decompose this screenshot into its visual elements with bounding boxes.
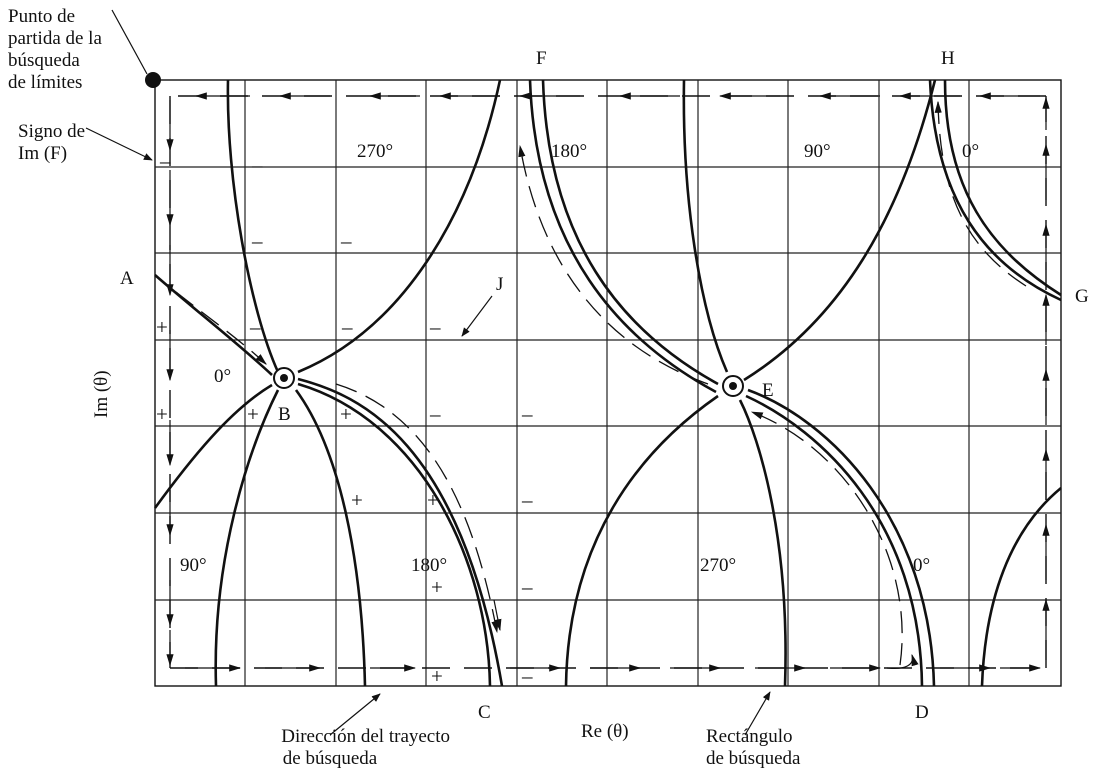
contour-right-low [980, 486, 1062, 687]
sign-minus: – [521, 664, 533, 688]
sign-label: Signo de Im (F) [18, 121, 90, 164]
sign-minus: – [251, 229, 263, 253]
trajectory-arrows [175, 100, 1027, 670]
contour-g-2 [928, 79, 1062, 302]
sign-minus: – [521, 575, 533, 599]
rect-leader [744, 691, 771, 736]
phase-contours [153, 79, 1062, 687]
angle-0-left: 0° [214, 366, 231, 387]
contour-b-ul [226, 79, 280, 373]
label-h: H [941, 48, 955, 69]
sign-plus: + [340, 402, 352, 426]
angle-180-top: 180° [551, 141, 587, 162]
label-g: G [1075, 286, 1089, 307]
direction-label: Dirección del trayecto de búsqueda [281, 726, 455, 769]
label-j: J [496, 274, 503, 295]
label-f: F [536, 48, 547, 69]
sign-leader [85, 127, 153, 161]
sign-plus: + [156, 402, 168, 426]
sign-plus: + [156, 315, 168, 339]
angle-270-top: 270° [357, 141, 393, 162]
sign-minus: – [429, 315, 441, 339]
sign-plus: + [247, 402, 259, 426]
sign-minus: – [341, 315, 353, 339]
contour-b-lr1 [294, 389, 367, 687]
frame [154, 79, 1062, 687]
sign-plus: + [431, 575, 443, 599]
contour-b-ur [297, 79, 502, 374]
label-b: B [278, 404, 291, 425]
label-e: E [762, 380, 774, 401]
contour-e-lm [738, 399, 787, 687]
start-point-dot [145, 72, 161, 88]
contour-b-ll [214, 389, 280, 687]
angle-0-bottom: 0° [913, 555, 930, 576]
sign-minus: – [340, 229, 352, 253]
label-c: C [478, 702, 491, 723]
sign-plus: + [431, 664, 443, 688]
sign-minus: – [249, 315, 261, 339]
contour-b-right [297, 377, 504, 687]
contour-e-lr [745, 394, 924, 687]
point-e-marker [722, 375, 744, 397]
contour-e-um [682, 79, 729, 373]
start-leader [111, 9, 148, 75]
search-path [166, 92, 1050, 672]
contour-g-1 [943, 79, 1062, 297]
label-d: D [915, 702, 929, 723]
contour-e-ul2 [528, 79, 717, 394]
sign-minus: – [251, 153, 263, 177]
point-b-marker [273, 367, 295, 389]
angle-90-bottom: 90° [180, 555, 207, 576]
sign-markers: – – – – + – – – + + + – – + + – + – + – [156, 149, 533, 688]
contour-e-ll [564, 394, 719, 687]
angle-0-top: 0° [962, 141, 979, 162]
sign-plus: + [427, 488, 439, 512]
contour-e-lr2 [747, 388, 936, 687]
label-a: A [120, 268, 134, 289]
start-point-label: Punto de partida de la búsqueda de límit… [8, 6, 107, 93]
x-axis-label: Re (θ) [581, 721, 629, 742]
contour-b-left-low [153, 383, 273, 509]
angle-180-bottom: 180° [411, 555, 447, 576]
angle-270-bottom: 270° [700, 555, 736, 576]
sign-minus: – [521, 488, 533, 512]
angle-90-top: 90° [804, 141, 831, 162]
j-leader [461, 295, 493, 337]
direction-leader [329, 693, 381, 736]
contour-e-ur [743, 79, 937, 382]
contour-e-ul [541, 79, 719, 386]
sign-minus: – [429, 402, 441, 426]
sign-plus: + [351, 488, 363, 512]
rect-label: Rectángulo de búsqueda [706, 726, 801, 769]
y-axis-label: Im (θ) [91, 370, 112, 418]
sign-minus: – [521, 402, 533, 426]
contour-b-lr2 [297, 382, 492, 687]
sign-minus: – [159, 149, 171, 173]
